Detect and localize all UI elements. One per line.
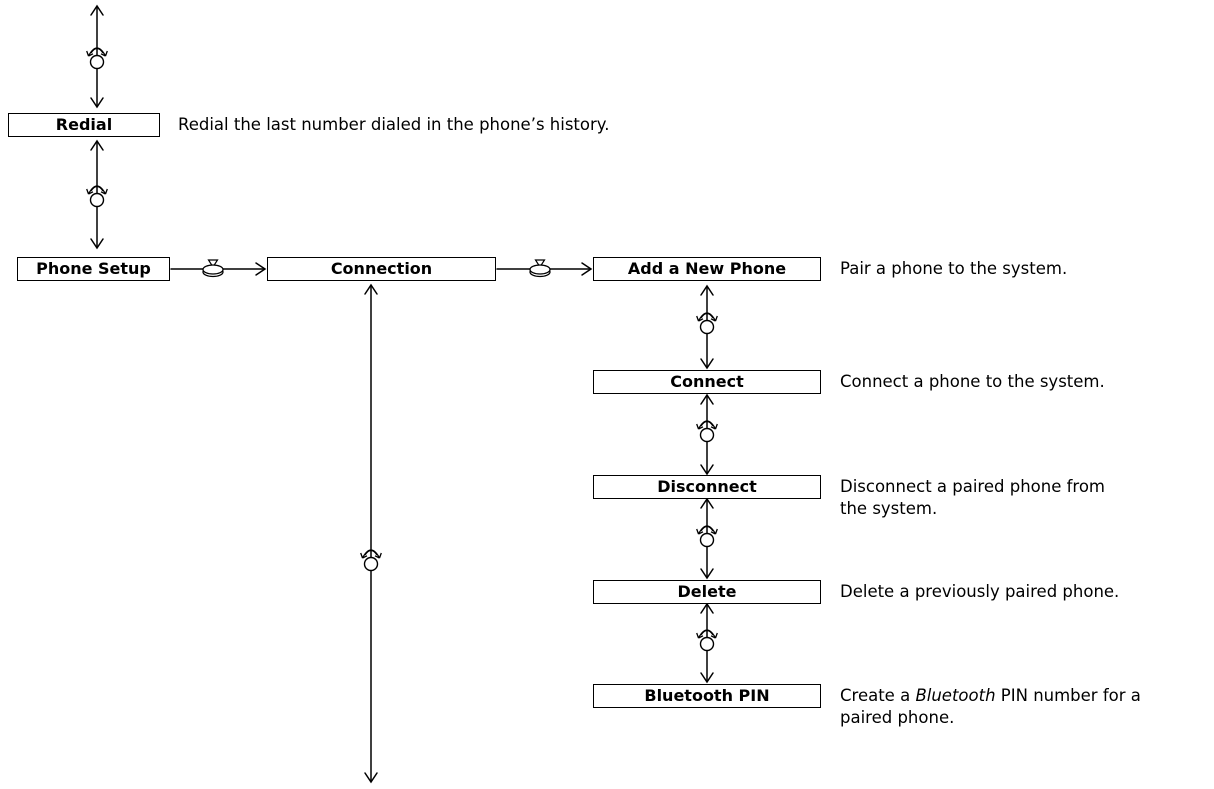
press-knob-icon xyxy=(202,259,224,278)
add-new-phone-description: Pair a phone to the system. xyxy=(840,259,1068,278)
connection-item[interactable]: Connection xyxy=(267,257,496,281)
bluetooth-pin-description: Create a Bluetooth PIN number for a pair… xyxy=(840,685,1141,729)
redial-description: Redial the last number dialed in the pho… xyxy=(178,115,610,134)
bluetooth-term: Bluetooth xyxy=(915,686,996,705)
connect-description: Connect a phone to the system. xyxy=(840,372,1105,391)
disconnect-description-line2: the system. xyxy=(840,499,938,518)
delete-item[interactable]: Delete xyxy=(593,580,821,604)
bluetooth-pin-description-prefix: Create a xyxy=(840,686,916,705)
bluetooth-pin-description-suffix: PIN number for a xyxy=(995,686,1141,705)
connect-item[interactable]: Connect xyxy=(593,370,821,394)
disconnect-item[interactable]: Disconnect xyxy=(593,475,821,499)
phone-setup-item[interactable]: Phone Setup xyxy=(17,257,170,281)
disconnect-description-line1: Disconnect a paired phone from xyxy=(840,477,1105,496)
bluetooth-pin-description-line2: paired phone. xyxy=(840,708,955,727)
add-new-phone-item[interactable]: Add a New Phone xyxy=(593,257,821,281)
delete-description: Delete a previously paired phone. xyxy=(840,582,1120,601)
bluetooth-pin-item[interactable]: Bluetooth PIN xyxy=(593,684,821,708)
disconnect-description: Disconnect a paired phone from the syste… xyxy=(840,476,1105,520)
redial-item[interactable]: Redial xyxy=(8,113,160,137)
press-knob-icon xyxy=(529,259,551,278)
